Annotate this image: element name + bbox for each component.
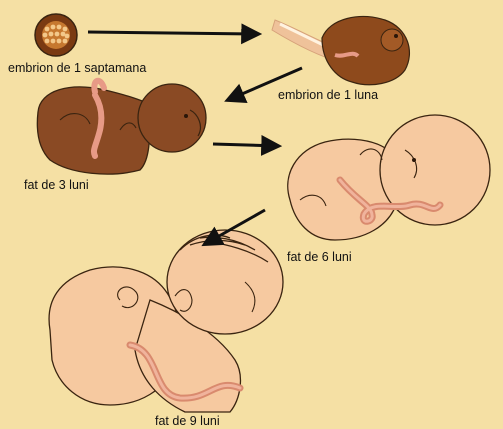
- stage-label-1-week: embrion de 1 saptamana: [8, 61, 147, 75]
- fetus-9-months-illustration: [48, 229, 284, 413]
- stage-label-9-months: fat de 9 luni: [155, 414, 220, 428]
- embryo-1-week-illustration: [34, 13, 78, 57]
- fetus-3-months-illustration: [36, 77, 207, 175]
- arrow-stage1-to-stage2: [87, 23, 263, 45]
- arrow-stage2-to-stage3: [224, 66, 303, 103]
- fetus-6-months-illustration: [287, 114, 491, 241]
- embryo-1-month-illustration: [271, 16, 410, 86]
- arrow-stage4-to-stage5: [201, 208, 266, 247]
- stage-label-6-months: fat de 6 luni: [287, 250, 352, 264]
- arrow-stage3-to-stage4: [212, 134, 283, 156]
- stage-label-1-month: embrion de 1 luna: [278, 88, 379, 102]
- stage-label-3-months: fat de 3 luni: [24, 178, 89, 192]
